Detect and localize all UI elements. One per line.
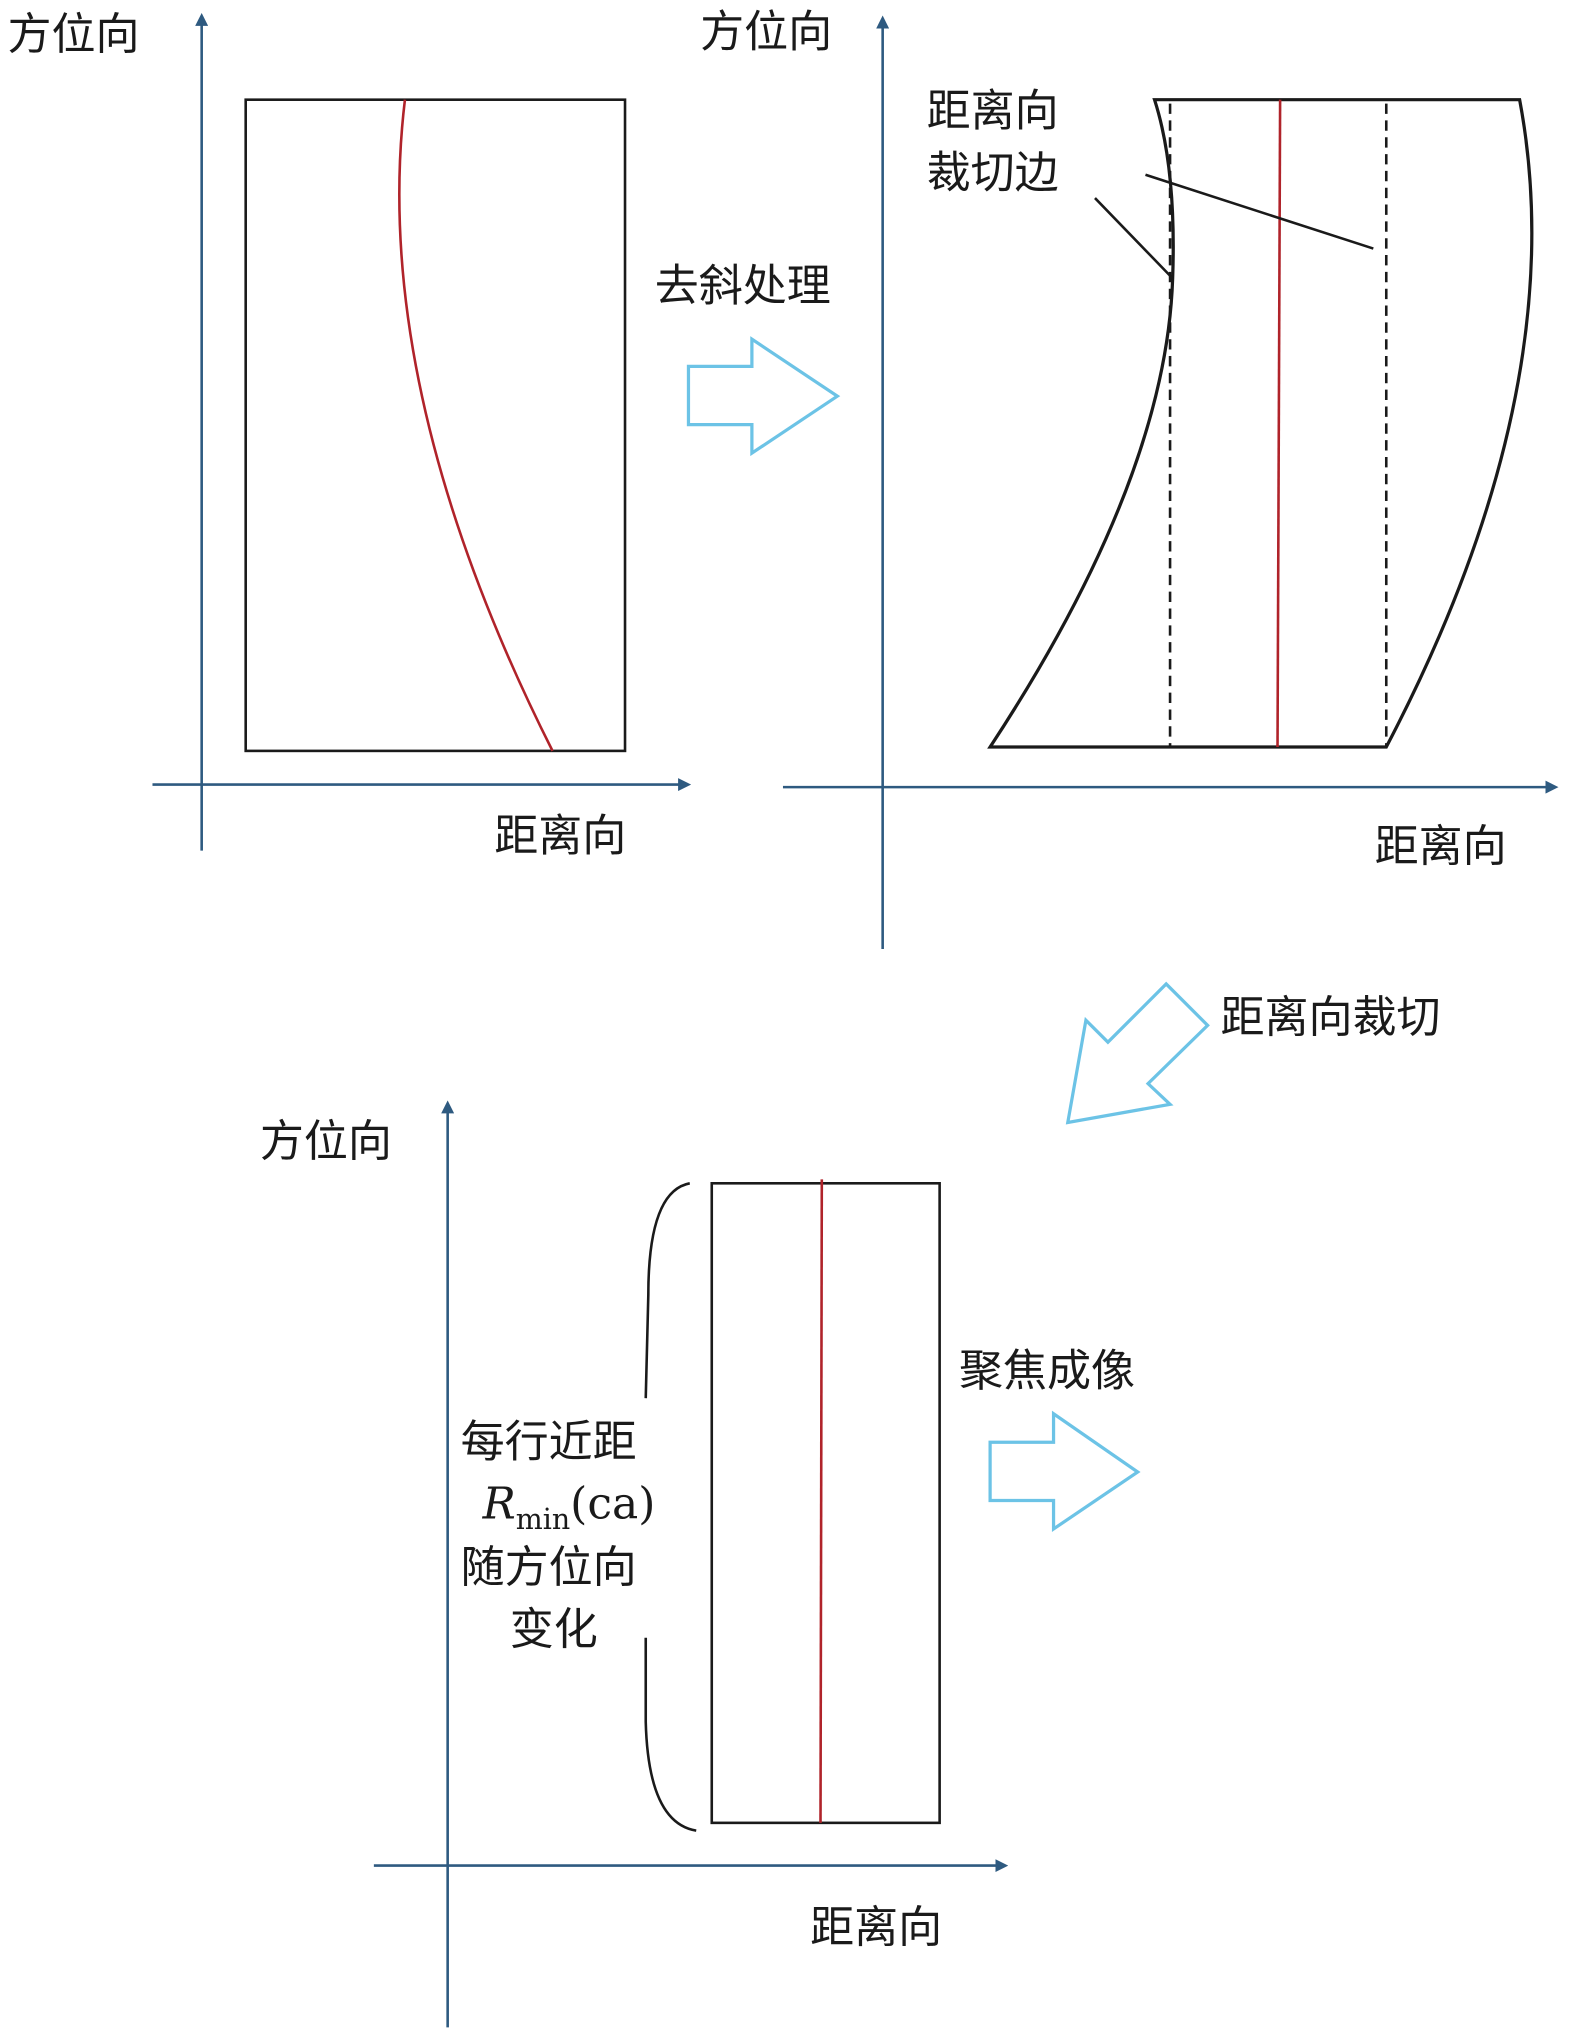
leader-line <box>1094 197 1174 280</box>
cropped-image-rect <box>710 1182 941 1825</box>
panel-2: 方位向 距离向 距离向 裁切边 <box>700 7 1559 949</box>
down-left-arrow-icon <box>1065 981 1210 1125</box>
y-axis-label: 方位向 <box>7 9 139 60</box>
right-arrow-icon <box>988 1410 1141 1533</box>
panel-3: 方位向 距离向 每行近距 Rmin(ca) 随方位向 变化 <box>260 1100 1009 2028</box>
x-axis-label: 距离向 <box>1375 821 1507 872</box>
panel-1: 方位向 距离向 <box>7 9 692 862</box>
range-line <box>819 1179 824 1823</box>
annotation-line-2: 裁切边 <box>927 148 1059 199</box>
note-line-3: 随方位向 <box>461 1542 637 1593</box>
note-line-2: Rmin(ca) <box>482 1479 656 1536</box>
y-axis-label: 方位向 <box>700 7 832 58</box>
deskewed-image-outline <box>987 98 1534 749</box>
step-label-focusing: 聚焦成像 <box>959 1345 1135 1396</box>
note-r: R <box>482 1479 516 1530</box>
note-line-1: 每行近距 <box>461 1416 637 1467</box>
range-curve <box>398 99 554 752</box>
step-label-range-crop: 距离向裁切 <box>1221 992 1441 1043</box>
note-subscript: min <box>516 1503 570 1536</box>
y-axis-label: 方位向 <box>260 1116 392 1167</box>
step-label-deskew: 去斜处理 <box>655 260 831 311</box>
x-axis-label: 距离向 <box>494 811 626 862</box>
range-line <box>1276 99 1282 748</box>
x-axis-label: 距离向 <box>810 1902 942 1953</box>
annotation-line-1: 距离向 <box>927 86 1059 137</box>
leader-line <box>1145 173 1374 250</box>
brace <box>644 1182 697 1832</box>
note-arg: (ca) <box>570 1479 655 1530</box>
image-rect <box>244 98 627 753</box>
note-line-4: 变化 <box>510 1604 598 1655</box>
right-arrow-icon <box>686 336 841 457</box>
